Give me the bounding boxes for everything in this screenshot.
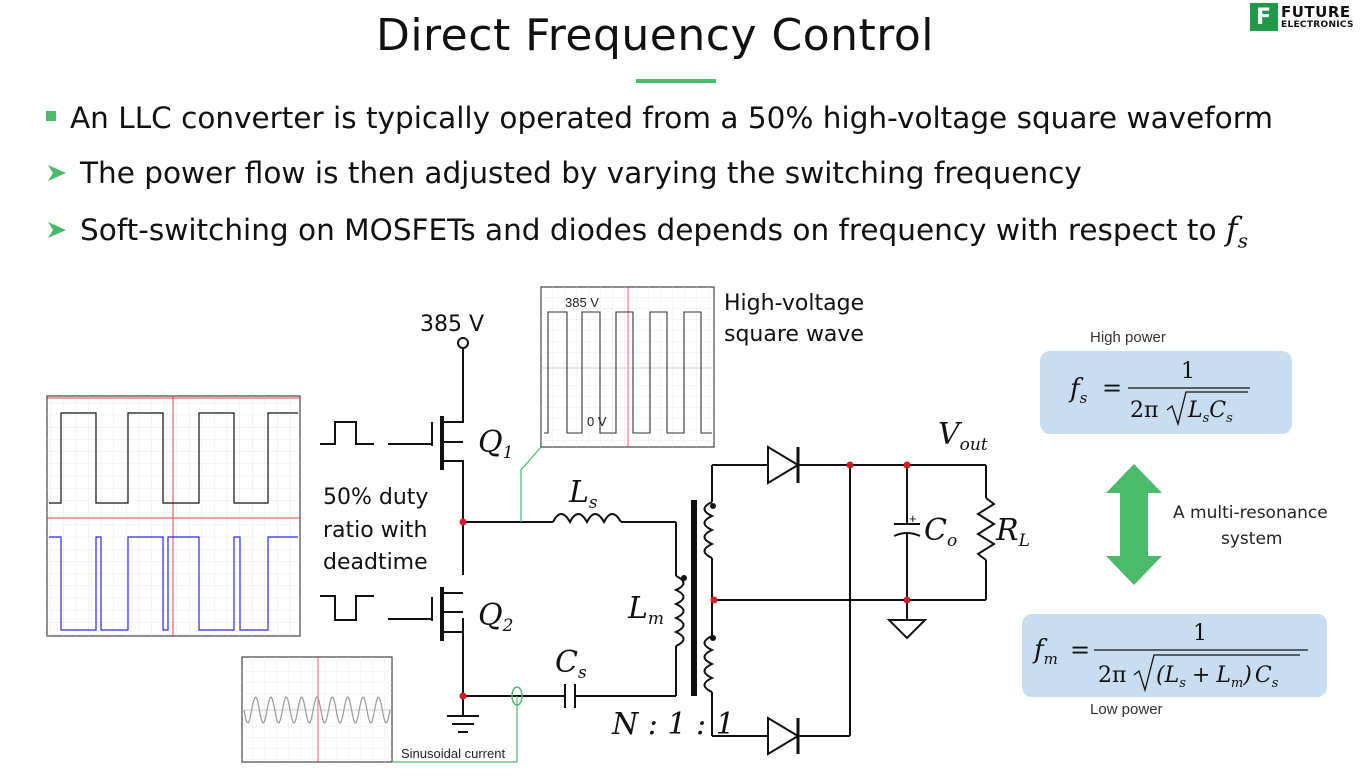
bullet-2-text: The power flow is then adjusted by varyi…	[80, 156, 1082, 190]
svg-text:=: =	[1102, 374, 1122, 402]
sinusoidal-current-scope	[241, 656, 393, 763]
probe-wire-current	[392, 696, 518, 763]
fm-formula: fm = 1 2π (Ls+Lm)Cs	[1032, 621, 1308, 693]
svg-text:LsCs: LsCs	[1187, 398, 1233, 426]
ls-label: Ls	[568, 475, 598, 513]
svg-text:1: 1	[1181, 359, 1195, 384]
gate-drive-trace-q2	[49, 536, 298, 631]
duty-label-3: deadtime	[323, 550, 428, 575]
probe-wire-voltage	[520, 446, 542, 522]
logo-mark: F	[1250, 3, 1278, 31]
winding-dot-icon	[681, 575, 687, 581]
capacitor-polarity: +	[909, 511, 917, 526]
arrow-bullet-icon	[48, 221, 66, 238]
bullet-1-text: An LLC converter is typically operated f…	[70, 101, 1274, 135]
lm-label: Lm	[627, 591, 664, 629]
circuit-wires	[388, 348, 996, 756]
bullet-1: An LLC converter is typically operated f…	[46, 101, 1273, 135]
rl-label: RL	[995, 513, 1030, 551]
logo-text-electronics: ELECTRONICS	[1281, 20, 1354, 30]
future-electronics-logo: F FUTURE ELECTRONICS	[1250, 3, 1362, 31]
formula-box-fs	[1040, 351, 1292, 434]
gate-drive-scope	[46, 395, 301, 637]
q2-label: Q2	[478, 598, 513, 636]
svg-text:fm: fm	[1032, 635, 1058, 668]
scope-385v-label: 385 V	[565, 295, 599, 310]
double-arrow-icon	[1106, 464, 1162, 585]
winding-dot-icon	[710, 503, 716, 509]
fs-symbol: fs	[1225, 210, 1248, 253]
square-wave-label-1: High-voltage	[724, 291, 864, 316]
bullet-3: Soft-switching on MOSFETs and diodes dep…	[46, 210, 1248, 252]
cs-label: Cs	[555, 645, 587, 683]
gate-drive-trace-q1	[49, 412, 298, 504]
supply-voltage-label: 385 V	[420, 312, 484, 337]
slide-title: Direct Frequency Control	[375, 10, 935, 61]
winding-dot-icon	[710, 635, 716, 641]
logo-text-future: FUTURE	[1281, 3, 1351, 21]
resonance-label-2: system	[1221, 529, 1282, 549]
q1-label: Q1	[478, 425, 513, 463]
sinusoidal-current-label: Sinusoidal current	[401, 746, 505, 761]
sinusoidal-current-trace	[243, 696, 391, 724]
scope-0v-label: 0 V	[587, 414, 607, 429]
svg-text:2π: 2π	[1098, 663, 1126, 688]
circuit-nodes	[459, 461, 911, 700]
pulse-low-icon	[320, 595, 374, 621]
duty-label-1: 50% duty	[323, 485, 428, 510]
arrow-bullet-icon	[48, 164, 66, 181]
turns-ratio-label: N : 1 : 1	[611, 707, 735, 742]
bullet-3-text: Soft-switching on MOSFETs and diodes dep…	[80, 213, 1217, 247]
current-probe-icon	[511, 686, 523, 706]
square-wave-trace	[544, 311, 712, 434]
svg-text:2π: 2π	[1130, 398, 1158, 423]
svg-text:=: =	[1070, 636, 1090, 664]
logo-letter: F	[1256, 5, 1272, 30]
resonance-label-1: A multi-resonance	[1173, 503, 1328, 523]
title-underline	[636, 79, 716, 83]
pulse-high-icon	[320, 421, 374, 445]
square-wave-scope: 385 V 0 V	[540, 286, 715, 448]
bullet-2: The power flow is then adjusted by varyi…	[46, 156, 1082, 190]
svg-text:(Ls+Lm)Cs: (Ls+Lm)Cs	[1156, 663, 1279, 691]
svg-text:1: 1	[1193, 621, 1207, 646]
square-wave-label-2: square wave	[724, 322, 864, 347]
supply-terminal	[457, 337, 469, 349]
svg-text:fs: fs	[1068, 374, 1088, 407]
high-power-label: High power	[1090, 329, 1166, 346]
low-power-label: Low power	[1090, 701, 1163, 718]
square-bullet-icon	[46, 110, 56, 121]
fs-formula: fs = 1 2π LsCs	[1068, 359, 1250, 427]
co-label: Co	[924, 513, 957, 551]
duty-label-2: ratio with	[323, 518, 427, 543]
vout-label: Vout	[938, 417, 988, 455]
